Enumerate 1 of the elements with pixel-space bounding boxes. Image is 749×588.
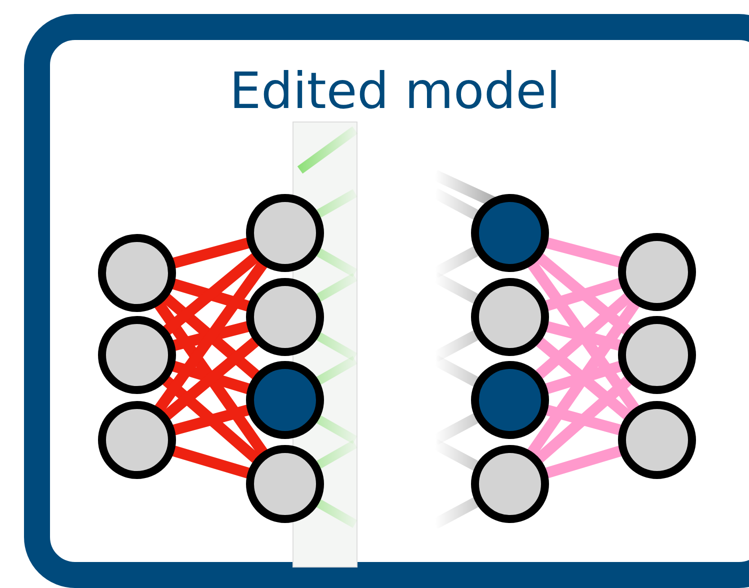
diagram-title: Edited model — [228, 62, 562, 120]
